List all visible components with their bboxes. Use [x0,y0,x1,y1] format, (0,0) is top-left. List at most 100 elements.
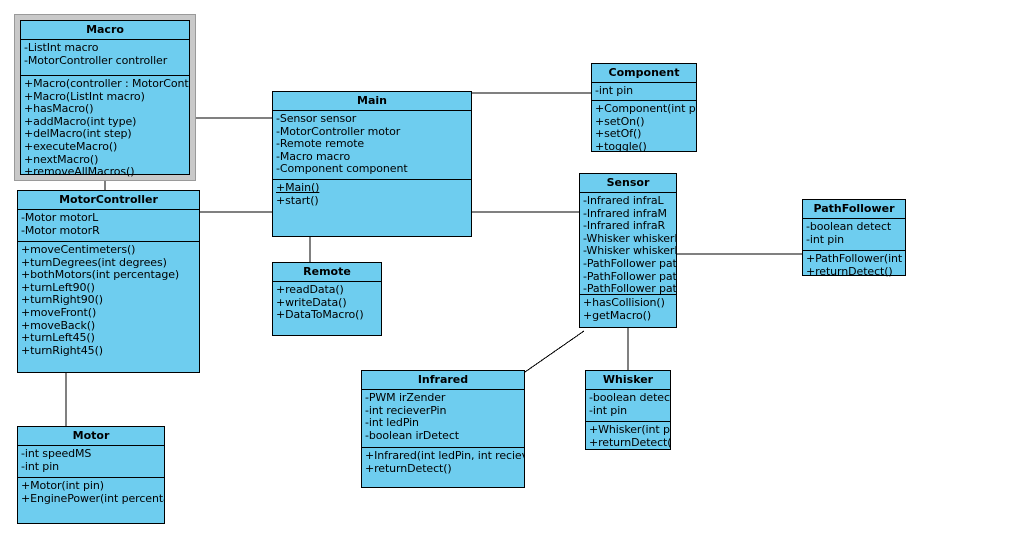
attribute: -int pin [806,233,845,246]
attribute: -int pin [595,85,634,97]
operation: +start() [276,194,319,207]
attributes-compartment-whisker: -boolean detect-int pin [586,390,670,422]
operations-compartment-main: +Main()+start() [273,180,471,210]
operation: +moveBack() [21,319,96,332]
attribute: -PathFollower pathL [583,257,676,270]
operations-compartment-infrared: +Infrared(int ledPin, int recieverPin)+r… [362,448,524,478]
attributes-compartment-pathfollower: -boolean detect-int pin [803,219,905,251]
operation: +turnLeft45() [21,332,95,345]
attribute: -MotorController controller [24,54,168,67]
operation: +PathFollower(int pin) [806,253,905,265]
uml-class-remote[interactable]: Remote+readData()+writeData()+DataToMacr… [272,262,382,336]
attribute: -PathFollower pathR [583,283,676,296]
uml-class-whisker[interactable]: Whisker-boolean detect-int pin+Whisker(i… [585,370,671,450]
uml-class-sensor[interactable]: Sensor-Infrared infraL-Infrared infraM-I… [579,173,677,328]
operation: +delMacro(int step) [24,128,132,141]
operation: +returnDetect() [365,462,452,475]
class-name-component: Component [592,64,696,83]
attribute: -Infrared infraL [583,195,664,207]
attribute: -Infrared infraR [583,220,666,233]
class-name-remote: Remote [273,263,381,282]
operation: +DataToMacro() [276,309,364,322]
operation: +readData() [276,284,344,296]
operations-compartment-motorcontroller: +moveCentimeters()+turnDegrees(int degre… [18,242,199,360]
operation: +turnDegrees(int degrees) [21,256,167,269]
operations-compartment-macro: +Macro(controller : MotorController)+Mac… [21,76,189,182]
attribute: -boolean irDetect [365,429,460,442]
operation: +returnDetect() [589,436,670,449]
attributes-compartment-component: -int pin [592,83,696,101]
uml-class-motor[interactable]: Motor-int speedMS-int pin+Motor(int pin)… [17,426,165,524]
attributes-compartment-infrared: -PWM irZender-int recieverPin-int ledPin… [362,390,524,448]
operations-compartment-pathfollower: +PathFollower(int pin)+returnDetect() [803,251,905,281]
attributes-compartment-main: -Sensor sensor-MotorController motor-Rem… [273,111,471,180]
operation: +Main() [276,182,320,194]
attribute: -Component component [276,163,408,176]
attribute: -PathFollower pathM [583,270,676,283]
operation: +Motor(int pin) [21,480,104,492]
attribute: -Infrared infraM [583,207,667,220]
attribute: -MotorController motor [276,125,401,138]
operation: +Component(int pin) [595,103,696,115]
attributes-compartment-motor: -int speedMS-int pin [18,446,164,478]
operation: +turnRight90() [21,294,103,307]
operation: +moveFront() [21,306,97,319]
operation: +turnRight45() [21,344,103,357]
operation: +Whisker(int pin) [589,424,670,436]
operations-compartment-motor: +Motor(int pin)+EnginePower(int percenta… [18,478,164,508]
attribute: -int speedMS [21,448,92,460]
operation: +writeData() [276,296,347,309]
class-name-motorcontroller: MotorController [18,191,199,210]
class-name-whisker: Whisker [586,371,670,390]
operation: +hasCollision() [583,297,665,309]
operation: +removeAllMacros() [24,166,135,179]
operation: +toggle() [595,140,647,153]
class-name-macro: Macro [21,21,189,40]
uml-class-pathfollower[interactable]: PathFollower-boolean detect-int pin+Path… [802,199,906,277]
operation: +addMacro(int type) [24,115,137,128]
attribute: -Motor motorR [21,224,100,237]
uml-class-infrared[interactable]: Infrared-PWM irZender-int recieverPin-in… [361,370,525,488]
uml-class-main[interactable]: Main-Sensor sensor-MotorController motor… [272,91,472,237]
attribute: -Sensor sensor [276,113,357,125]
uml-class-macro[interactable]: Macro-ListInt macro-MotorController cont… [20,20,190,178]
operations-compartment-remote: +readData()+writeData()+DataToMacro() [273,282,381,325]
attributes-compartment-macro: -ListInt macro-MotorController controlle… [21,40,189,76]
operations-compartment-sensor: +hasCollision()+getMacro() [580,295,676,325]
attributes-compartment-motorcontroller: -Motor motorL-Motor motorR [18,210,199,242]
operation: +setOf() [595,128,642,141]
operation: +turnLeft90() [21,281,95,294]
attribute: -boolean detect [806,221,892,233]
operation: +returnDetect() [806,265,893,278]
attribute: -ListInt macro [24,42,99,54]
class-name-infrared: Infrared [362,371,524,390]
connector-sensor-infrared[interactable] [524,330,585,373]
class-name-main: Main [273,92,471,111]
attribute: -int recieverPin [365,404,447,417]
operation: +nextMacro() [24,153,99,166]
operation: +Infrared(int ledPin, int recieverPin) [365,450,524,462]
operations-compartment-component: +Component(int pin)+setOn()+setOf()+togg… [592,101,696,156]
operation: +bothMotors(int percentage) [21,269,180,282]
uml-class-component[interactable]: Component -int pin +Component(int pin) +set… [591,63,697,152]
attribute: -Remote remote [276,138,365,151]
class-name-pathfollower: PathFollower [803,200,905,219]
class-name-motor: Motor [18,427,164,446]
attribute: -PWM irZender [365,392,446,404]
attributes-compartment-sensor: -Infrared infraL-Infrared infraM-Infrare… [580,193,676,295]
operation: +Macro(ListInt macro) [24,90,145,103]
attribute: -int ledPin [365,417,419,430]
attribute: -int pin [21,460,60,473]
class-name-sensor: Sensor [580,174,676,193]
operation: +moveCentimeters() [21,244,136,256]
attribute: -Whisker whiskerL [583,232,676,245]
operation: +executeMacro() [24,140,118,153]
attribute: -Motor motorL [21,212,99,224]
attribute: -boolean detect [589,392,670,404]
uml-class-motorcontroller[interactable]: MotorController-Motor motorL-Motor motor… [17,190,200,373]
operations-compartment-whisker: +Whisker(int pin)+returnDetect() [586,422,670,452]
operation: +Macro(controller : MotorController) [24,78,189,90]
operation: +hasMacro() [24,103,94,116]
